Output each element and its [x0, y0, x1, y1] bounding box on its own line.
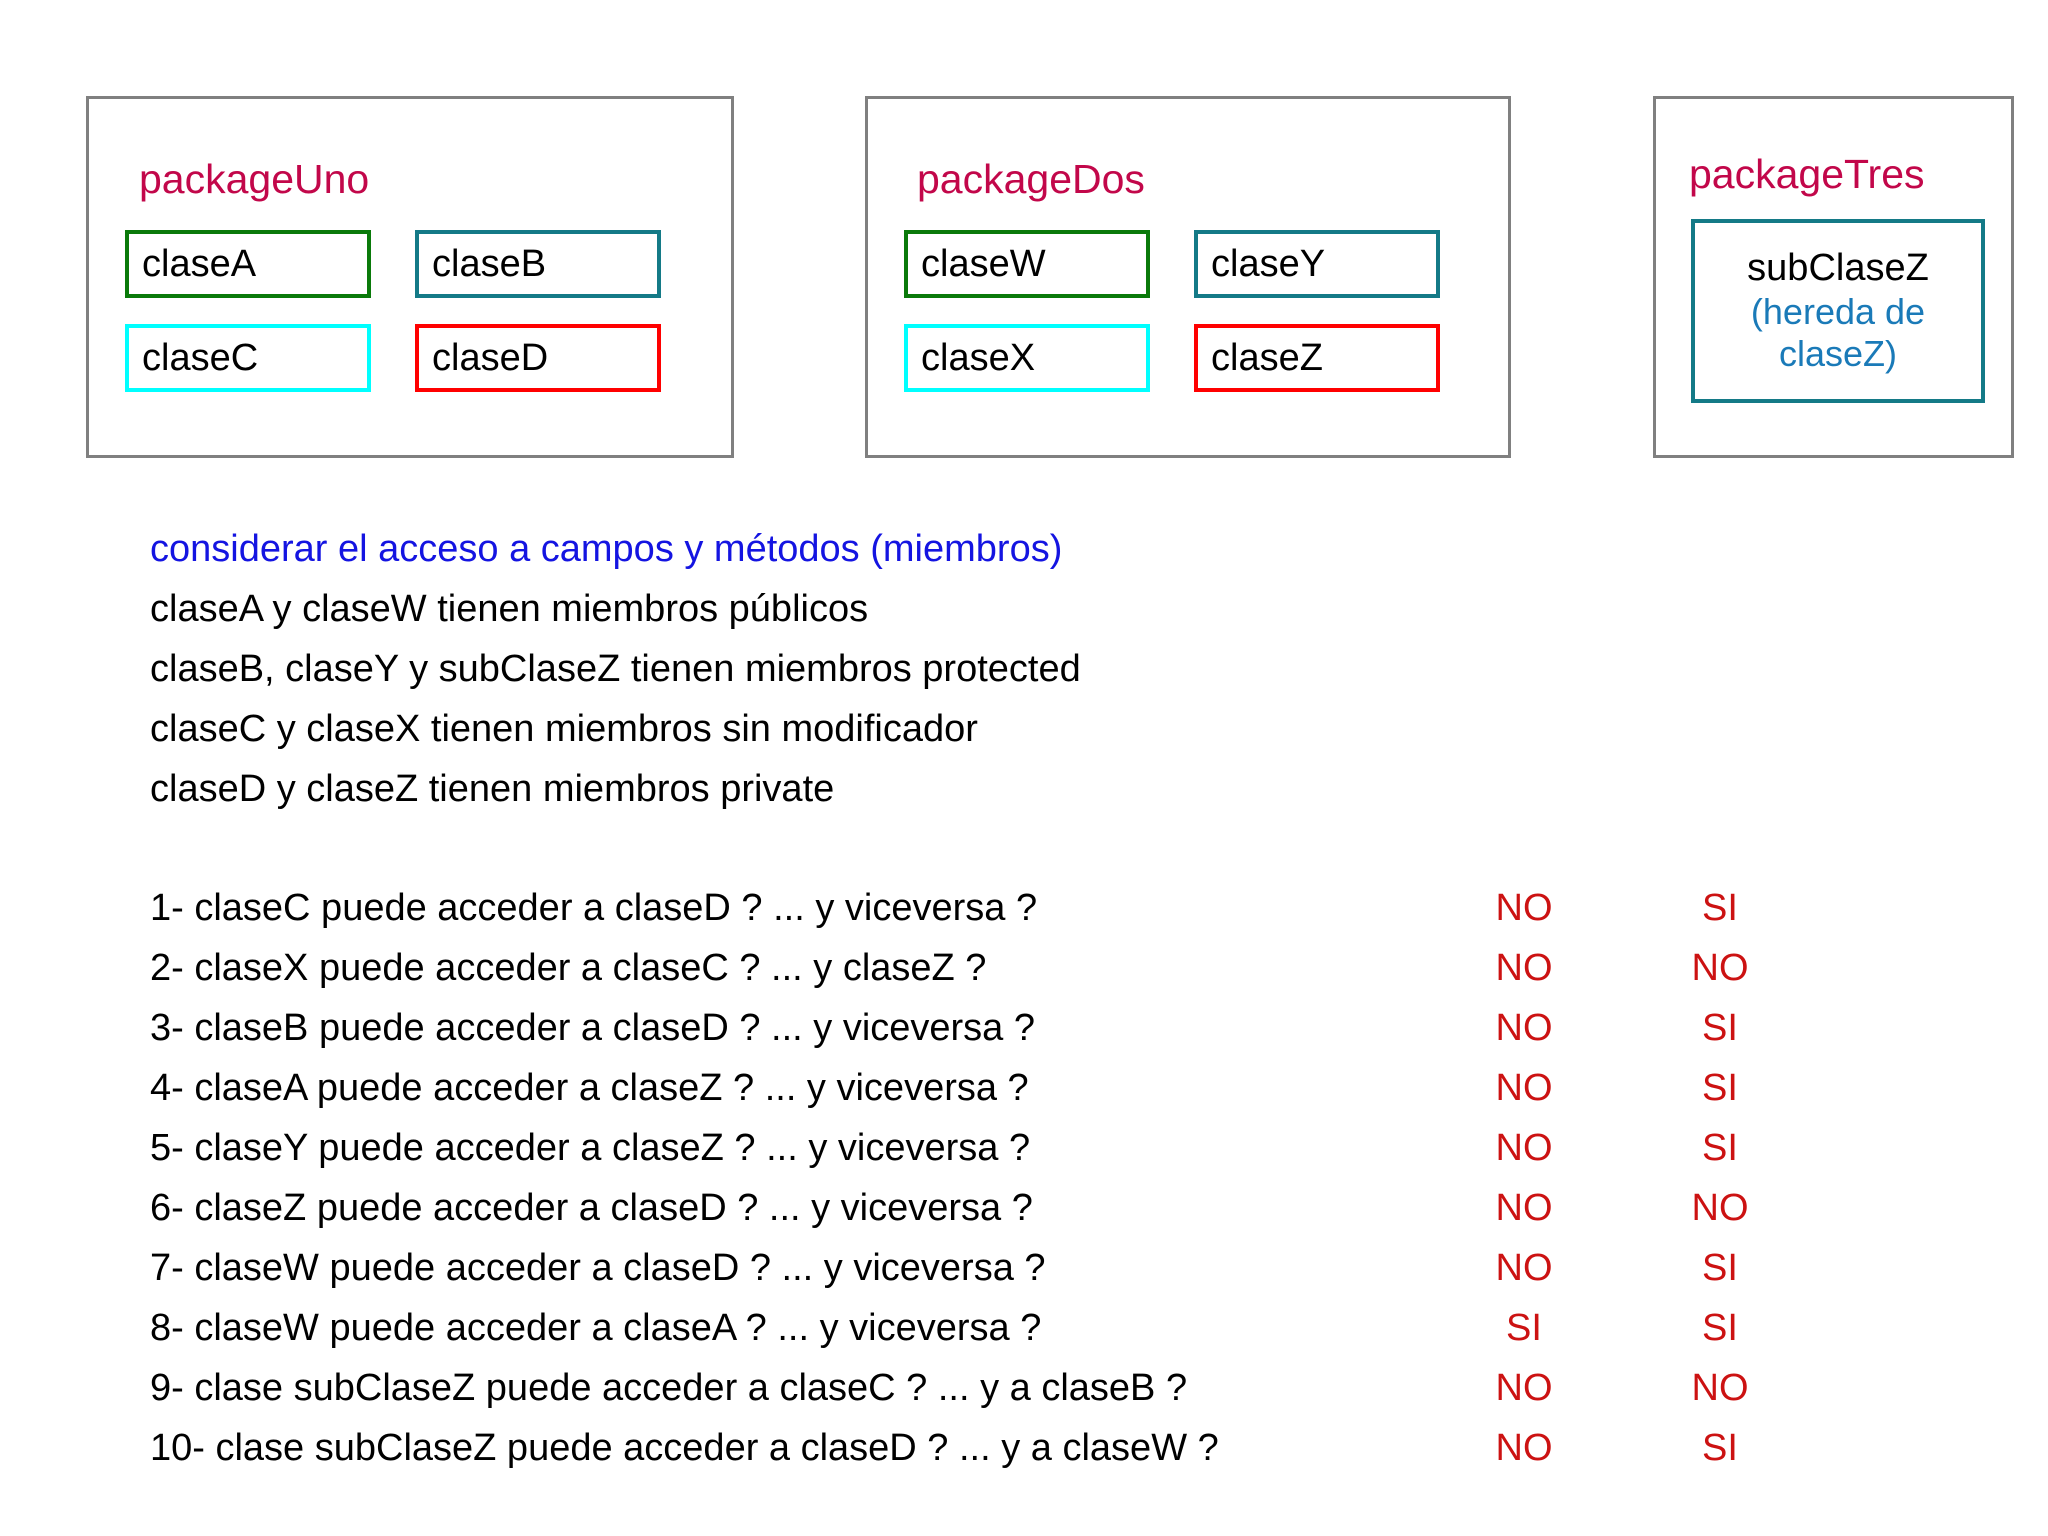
note-line-public: claseA y claseW tienen miembros públicos [150, 588, 869, 630]
answer-first: NO [1495, 1007, 1553, 1049]
question-row: 4- claseA puede acceder a claseZ ? ... y… [150, 1058, 1950, 1118]
package-title: packageTres [1689, 151, 1925, 197]
class-label: claseD [432, 337, 549, 379]
class-box-clasea[interactable]: claseA [125, 230, 371, 298]
package-box-packageuno: packageUno claseA claseB claseC claseD [86, 96, 734, 458]
class-box-clasew[interactable]: claseW [904, 230, 1150, 298]
answer-second: SI [1702, 1067, 1738, 1109]
question-text: 2- claseX puede acceder a claseC ? ... y… [150, 947, 987, 989]
question-row: 3- claseB puede acceder a claseD ? ... y… [150, 998, 1950, 1058]
package-title: packageUno [139, 156, 370, 202]
class-box-clasex[interactable]: claseX [904, 324, 1150, 392]
class-label: claseZ [1211, 337, 1323, 379]
question-text: 3- claseB puede acceder a claseD ? ... y… [150, 1007, 1036, 1049]
class-grid: claseA claseB claseC claseD [125, 230, 705, 392]
subclass-label: subClaseZ [1747, 247, 1929, 290]
note-line-protected: claseB, claseY y subClaseZ tienen miembr… [150, 648, 1081, 690]
answer-second: SI [1702, 1307, 1738, 1349]
class-box-clased[interactable]: claseD [415, 324, 661, 392]
package-title: packageDos [917, 156, 1145, 202]
class-label: claseA [142, 243, 257, 285]
note-line-default: claseC y claseX tienen miembros sin modi… [150, 708, 978, 750]
class-box-clasey[interactable]: claseY [1194, 230, 1440, 298]
answer-second: NO [1691, 1367, 1749, 1409]
class-grid: claseW claseY claseX claseZ [904, 230, 1484, 392]
package-box-packagetres: packageTres subClaseZ (hereda de claseZ) [1653, 96, 2014, 458]
question-text: 9- clase subClaseZ puede acceder a clase… [150, 1367, 1188, 1409]
answer-second: SI [1702, 1247, 1738, 1289]
question-text: 4- claseA puede acceder a claseZ ? ... y… [150, 1067, 1029, 1109]
answer-second: SI [1702, 887, 1738, 929]
question-row: 10- clase subClaseZ puede acceder a clas… [150, 1418, 1950, 1478]
question-row: 2- claseX puede acceder a claseC ? ... y… [150, 938, 1950, 998]
question-text: 10- clase subClaseZ puede acceder a clas… [150, 1427, 1219, 1469]
answer-second: SI [1702, 1127, 1738, 1169]
question-row: 5- claseY puede acceder a claseZ ? ... y… [150, 1118, 1950, 1178]
packages-row: packageUno claseA claseB claseC claseD p… [0, 96, 2048, 461]
answer-first: NO [1495, 1427, 1553, 1469]
question-row: 7- claseW puede acceder a claseD ? ... y… [150, 1238, 1950, 1298]
class-label: claseC [142, 337, 259, 379]
class-box-clasec[interactable]: claseC [125, 324, 371, 392]
class-label: claseB [432, 243, 547, 285]
answer-second: NO [1691, 1187, 1749, 1229]
class-box-clasez[interactable]: claseZ [1194, 324, 1440, 392]
answer-first: NO [1495, 887, 1553, 929]
questions-block: 1- claseC puede acceder a claseD ? ... y… [150, 878, 1950, 1478]
question-text: 6- claseZ puede acceder a claseD ? ... y… [150, 1187, 1033, 1229]
notes-block: considerar el acceso a campos y métodos … [150, 519, 1450, 819]
answer-second: SI [1702, 1427, 1738, 1469]
question-row: 8- claseW puede acceder a claseA ? ... y… [150, 1298, 1950, 1358]
subclass-inheritance-note-line1: (hereda de [1750, 290, 1926, 332]
answer-second: SI [1702, 1007, 1738, 1049]
question-text: 8- claseW puede acceder a claseA ? ... y… [150, 1307, 1042, 1349]
question-row: 1- claseC puede acceder a claseD ? ... y… [150, 878, 1950, 938]
class-box-claseb[interactable]: claseB [415, 230, 661, 298]
answer-second: NO [1691, 947, 1749, 989]
package-box-packagedos: packageDos claseW claseY claseX claseZ [865, 96, 1511, 458]
subclass-inheritance-note-line2: claseZ) [1778, 333, 1898, 375]
class-label: claseY [1211, 243, 1326, 285]
question-row: 6- claseZ puede acceder a claseD ? ... y… [150, 1178, 1950, 1238]
answer-first: NO [1495, 1247, 1553, 1289]
class-box-subclasez[interactable]: subClaseZ (hereda de claseZ) [1691, 219, 1985, 403]
question-text: 7- claseW puede acceder a claseD ? ... y… [150, 1247, 1046, 1289]
class-label: claseX [921, 337, 1036, 379]
question-text: 5- claseY puede acceder a claseZ ? ... y… [150, 1127, 1031, 1169]
answer-first: NO [1495, 1067, 1553, 1109]
note-line-private: claseD y claseZ tienen miembros private [150, 768, 835, 810]
answer-first: NO [1495, 1187, 1553, 1229]
answer-first: NO [1495, 947, 1553, 989]
answer-first: SI [1506, 1307, 1542, 1349]
answer-first: NO [1495, 1127, 1553, 1169]
question-row: 9- clase subClaseZ puede acceder a clase… [150, 1358, 1950, 1418]
answer-first: NO [1495, 1367, 1553, 1409]
question-text: 1- claseC puede acceder a claseD ? ... y… [150, 887, 1038, 929]
note-line-heading: considerar el acceso a campos y métodos … [150, 528, 1063, 570]
class-label: claseW [921, 243, 1046, 285]
